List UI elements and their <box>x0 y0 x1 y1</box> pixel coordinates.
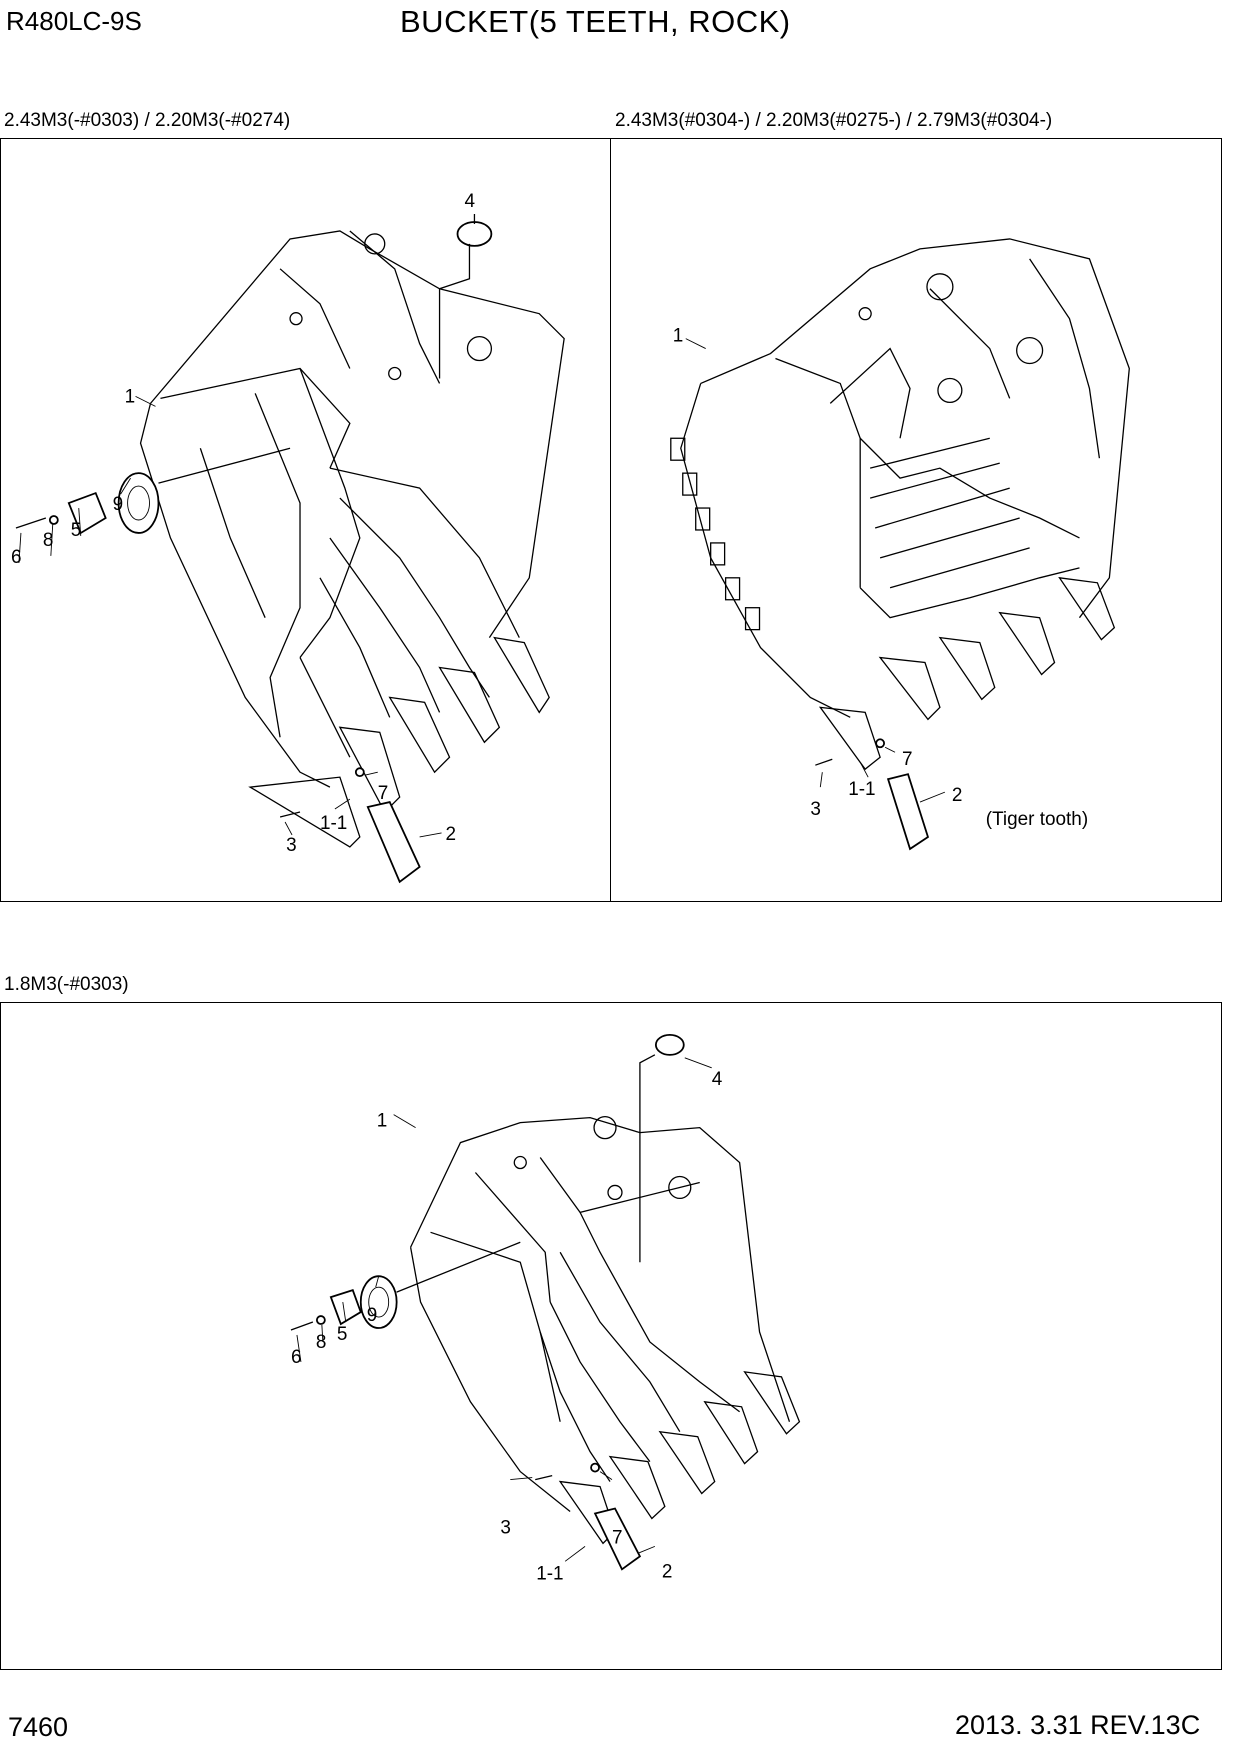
pin-a <box>279 811 301 818</box>
bucket-drawing-a: 1 1-1 2 3 4 5 6 7 8 9 <box>11 191 565 884</box>
lock-a <box>354 767 365 778</box>
bucket-drawing-c: 1 1-1 2 3 4 5 6 7 8 9 <box>290 1034 801 1584</box>
tooth-a <box>366 801 421 884</box>
pin-b <box>815 758 833 766</box>
bucket-drawing-b: 1 1-1 2 (Tiger tooth) 3 7 <box>670 238 1130 851</box>
callout-7-b: 7 <box>902 749 913 770</box>
page-number: 7460 <box>8 1712 69 1742</box>
callout-1-c: 1 <box>377 1111 388 1132</box>
callout-1-1-a: 1-1 <box>320 813 347 834</box>
callout-2-a: 2 <box>446 824 457 845</box>
bushing-c <box>654 1034 685 1056</box>
callout-8-a: 8 <box>43 530 54 551</box>
pin-c <box>535 1474 553 1481</box>
callout-4-c: 4 <box>712 1069 723 1090</box>
callout-3-b: 3 <box>810 799 821 820</box>
callout-2-b: 2 <box>952 785 963 806</box>
callout-3-a: 3 <box>286 835 297 856</box>
bucket-body-c <box>409 1116 801 1545</box>
lock-b <box>875 738 886 749</box>
callout-1-b: 1 <box>673 326 684 347</box>
callout-8-c: 8 <box>316 1332 327 1353</box>
callout-3-c: 3 <box>500 1517 511 1538</box>
page-title: BUCKET(5 TEETH, ROCK) <box>400 4 791 39</box>
callout-1-1-b: 1-1 <box>848 779 875 800</box>
lock-c <box>590 1462 600 1473</box>
tooth-c <box>593 1507 642 1571</box>
washer-c <box>315 1315 326 1325</box>
boss-plate-a <box>67 491 107 535</box>
callout-1-1-c: 1-1 <box>536 1563 563 1584</box>
callout-2-c: 2 <box>662 1561 673 1582</box>
diagram-panel-a: 1 1-1 2 3 4 5 6 7 8 9 <box>0 138 611 902</box>
bucket-body-b <box>670 238 1130 771</box>
bolt-a <box>15 517 47 529</box>
revision-date: 2013. 3.31 REV.13C <box>955 1710 1201 1740</box>
callout-9-a: 9 <box>113 494 124 515</box>
callout-6-a: 6 <box>11 547 22 568</box>
section-label-a: 2.43M3(-#0303) / 2.20M3(-#0274) <box>4 110 291 131</box>
callout-tiger-tooth-b: (Tiger tooth) <box>986 809 1088 830</box>
callout-9-c: 9 <box>367 1305 378 1326</box>
callout-6-c: 6 <box>291 1347 302 1368</box>
bolt-c <box>290 1321 314 1331</box>
callout-1-a: 1 <box>125 386 136 407</box>
callout-4-a: 4 <box>464 191 475 212</box>
callout-5-c: 5 <box>337 1324 348 1345</box>
section-label-b: 2.43M3(#0304-) / 2.20M3(#0275-) / 2.79M3… <box>615 110 1053 131</box>
washer-a <box>48 515 59 525</box>
boss-plate-c <box>329 1289 362 1326</box>
diagram-panel-b: 1 1-1 2 (Tiger tooth) 3 7 <box>610 138 1222 902</box>
callout-7-a: 7 <box>378 783 389 804</box>
callout-5-a: 5 <box>71 520 82 541</box>
tiger-tooth-b <box>886 773 930 851</box>
bucket-body-a <box>139 230 565 848</box>
callout-7-c: 7 <box>612 1527 623 1548</box>
model-name: R480LC-9S <box>6 6 142 36</box>
diagram-panel-c: 1 1-1 2 3 4 5 6 7 8 9 <box>0 1002 1222 1670</box>
bushing-a <box>456 221 493 247</box>
section-label-c: 1.8M3(-#0303) <box>4 974 129 995</box>
shim-ring-a <box>117 472 160 534</box>
